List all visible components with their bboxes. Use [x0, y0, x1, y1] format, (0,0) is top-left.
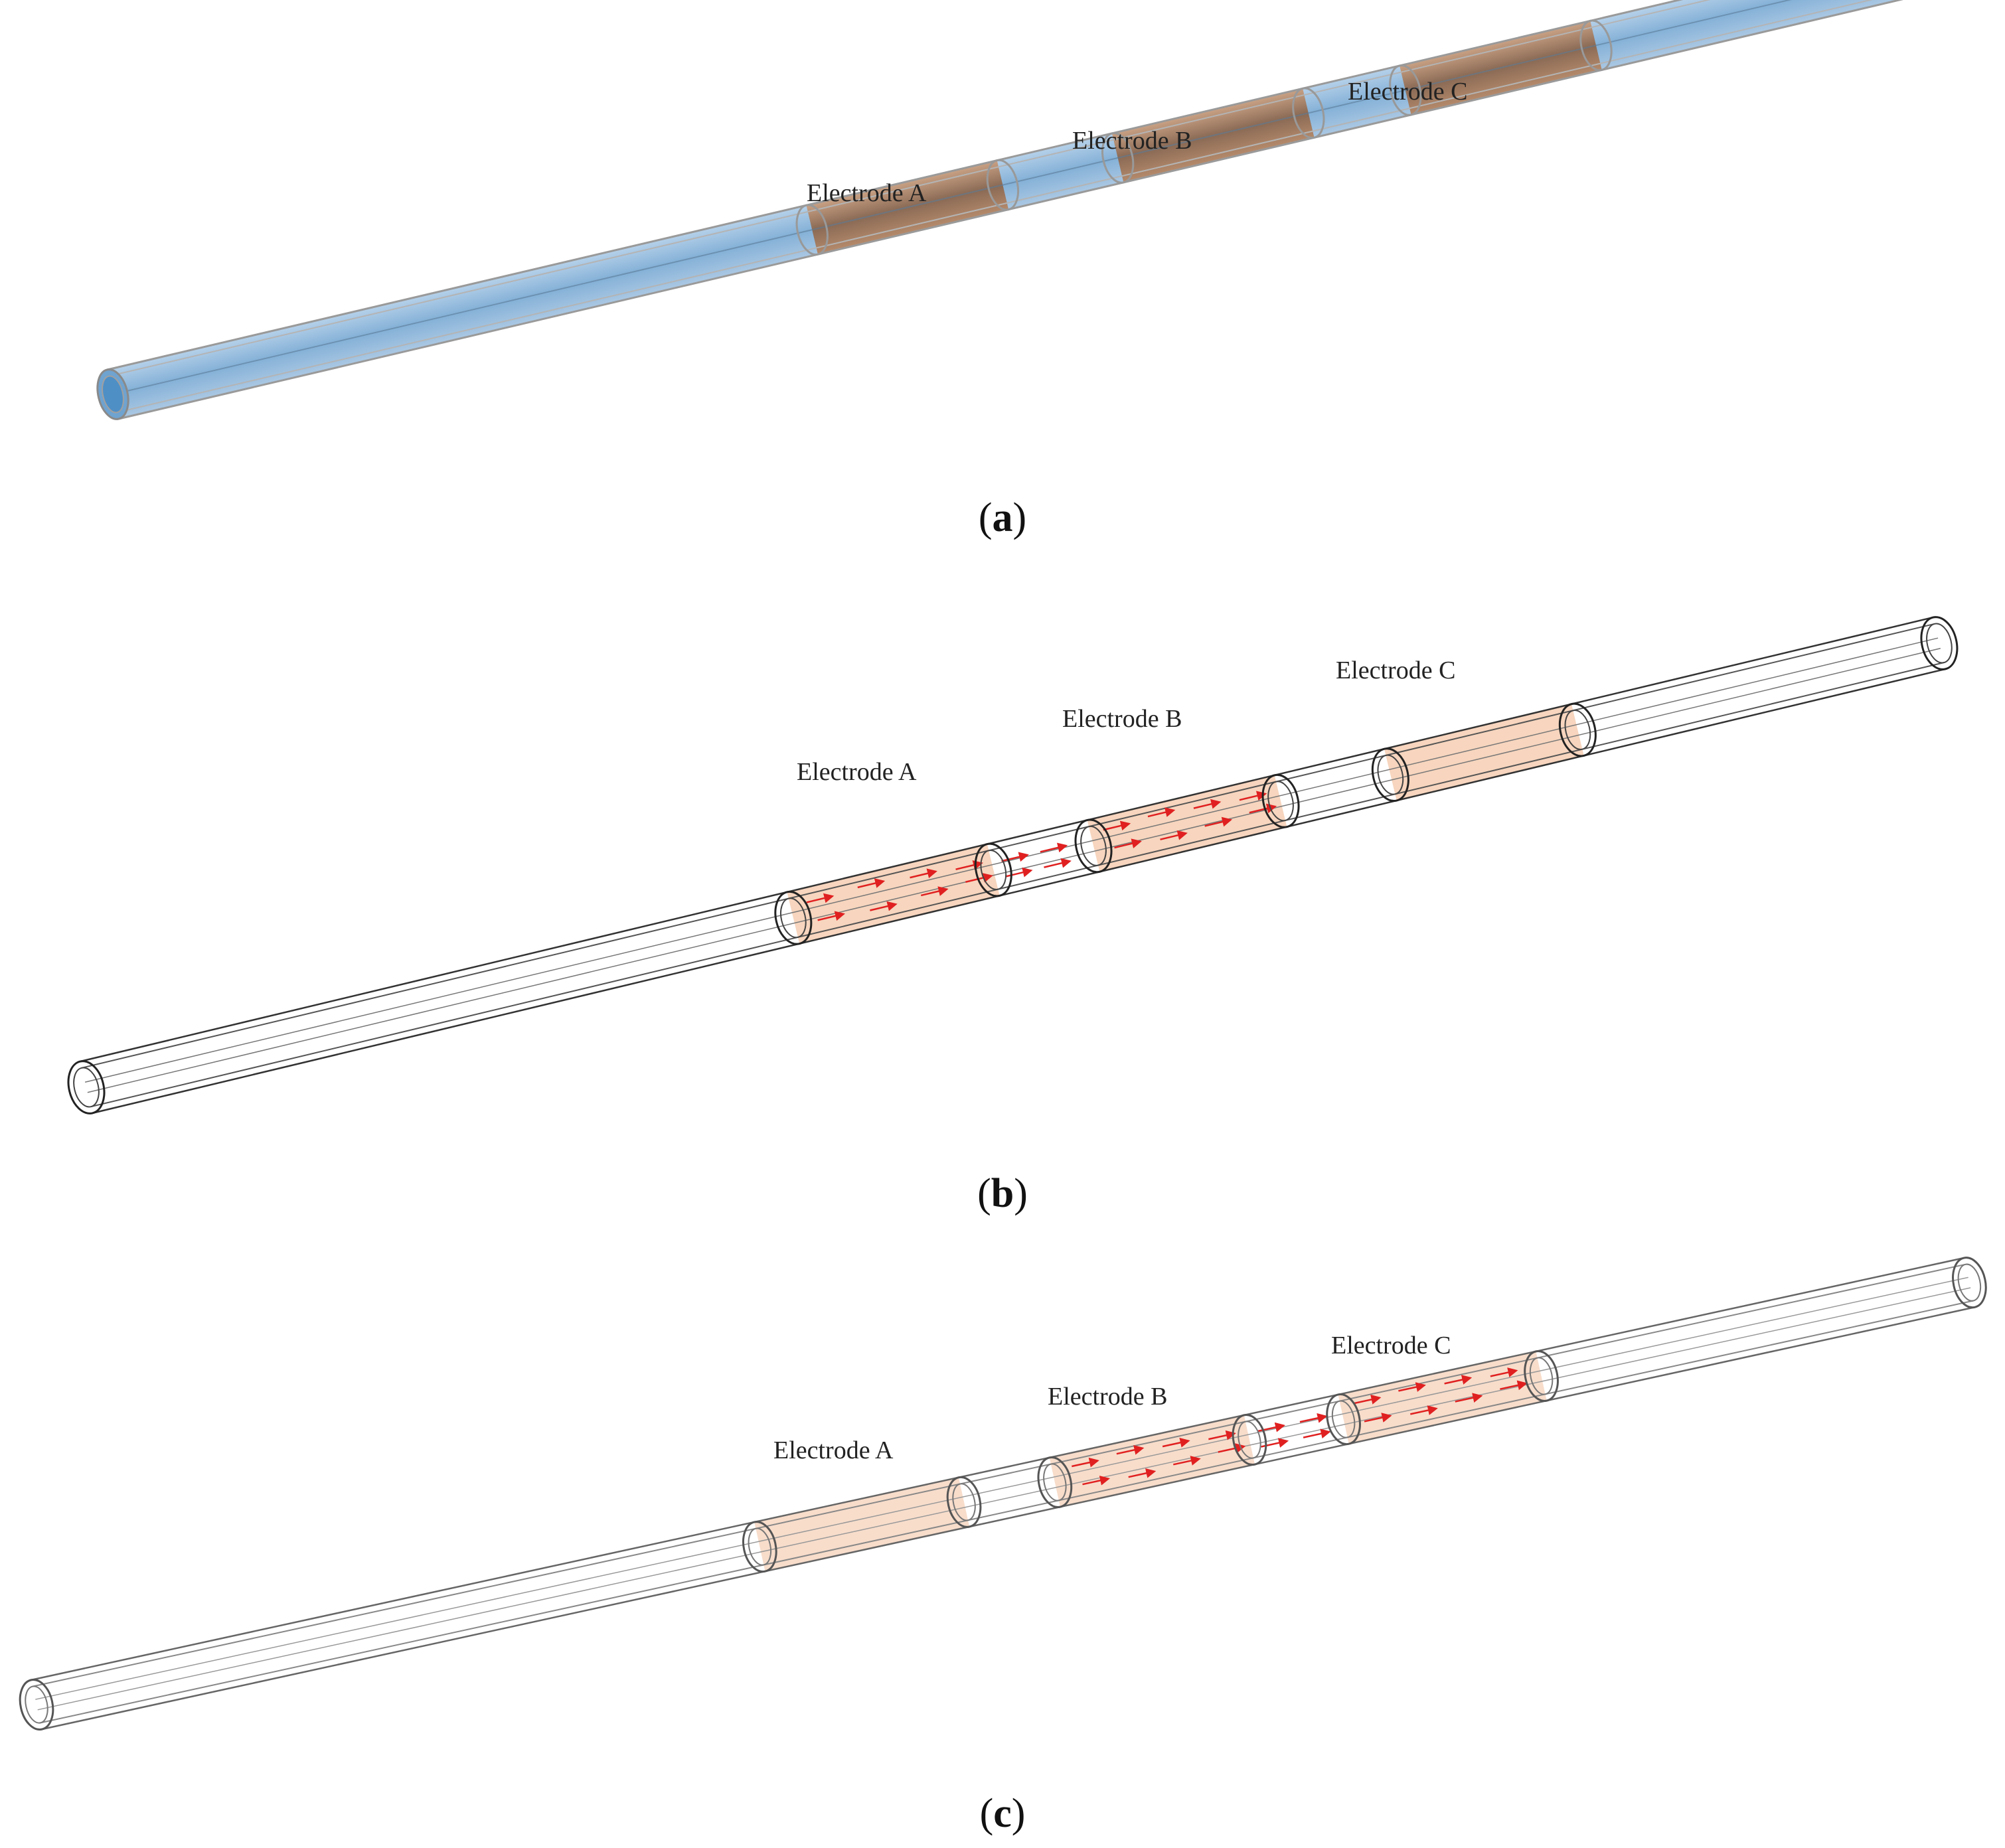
electrode-b-region — [1087, 775, 1287, 872]
electrode-c-region — [1338, 1351, 1547, 1444]
label-electrode-c: Electrode C — [1331, 1332, 1451, 1359]
field-arrows — [1072, 1367, 1528, 1486]
electrode-a-region — [787, 844, 1000, 944]
panel-caption-a: (a) — [979, 495, 1026, 540]
label-electrode-c: Electrode C — [1348, 78, 1467, 106]
panel-a: Electrode A Electrode B Electrode C (a) — [96, 0, 1909, 540]
panel-b: Electrode A Electrode B Electrode C (b) — [67, 616, 1959, 1216]
label-electrode-b: Electrode B — [1072, 127, 1192, 155]
electrode-a-region — [754, 1477, 970, 1572]
tube-c — [19, 1257, 1987, 1731]
panel-caption-b: (b) — [977, 1171, 1028, 1216]
tube-b — [67, 616, 1959, 1115]
panel-caption-c: (c) — [980, 1791, 1026, 1836]
field-arrows — [806, 791, 1277, 921]
label-electrode-b: Electrode B — [1048, 1383, 1167, 1411]
panel-c: Electrode A Electrode B Electrode C (c) — [19, 1257, 1987, 1836]
label-electrode-a: Electrode A — [807, 179, 927, 207]
label-electrode-c: Electrode C — [1336, 656, 1455, 684]
tube-a — [96, 0, 1909, 420]
electrode-c-region — [1384, 704, 1584, 801]
label-electrode-b: Electrode B — [1062, 705, 1182, 733]
label-electrode-a: Electrode A — [797, 758, 917, 786]
label-electrode-a: Electrode A — [773, 1436, 894, 1464]
electrode-b-region — [1049, 1415, 1255, 1507]
